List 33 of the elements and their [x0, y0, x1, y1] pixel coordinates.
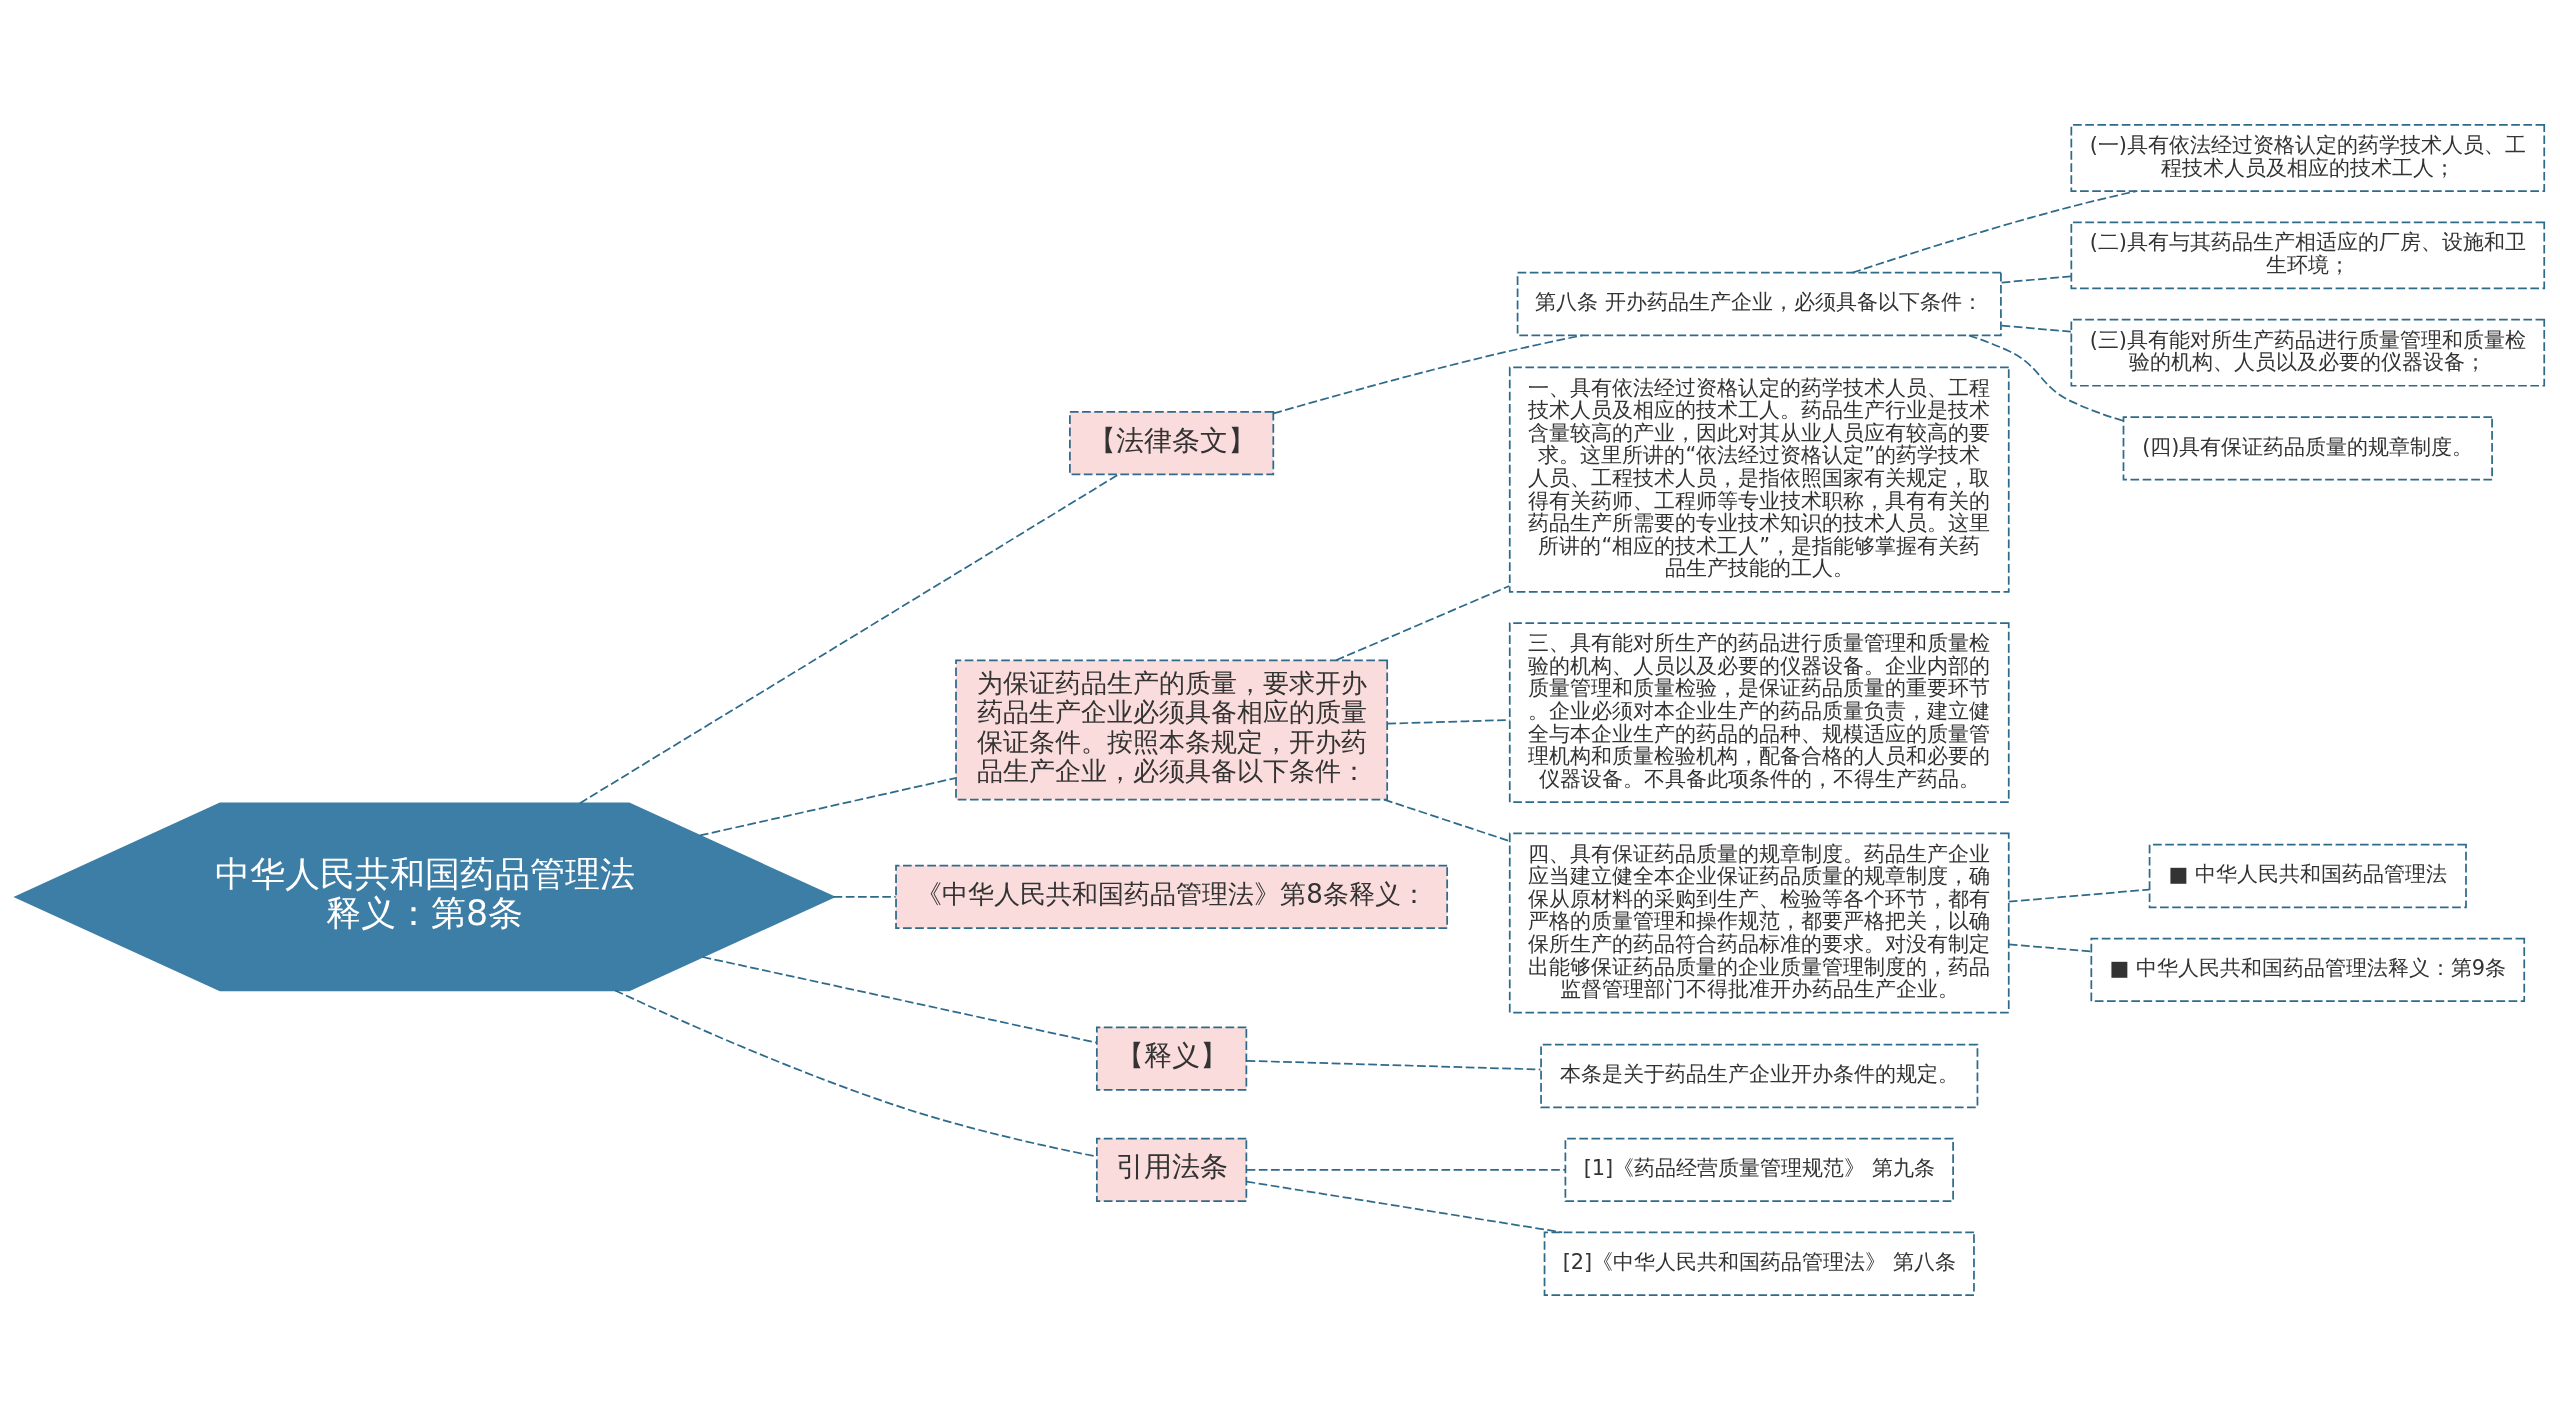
connector — [2000, 324, 2073, 333]
node-box: (四)具有保证药品质量的规章制度。 — [2122, 416, 2493, 481]
node-box: 三、具有能对所生产的药品进行质量管理和质量检验的机构、人员以及必要的仪器设备。企业内部的质量管理和质量检验，是保证药品质量的重要环节。企业必须对本企业生产的药品质量负责，建立健全与本企业生产的药品的品种、规模适应的质量管理机构和质量检验机构，配备合格的人员和必要的仪器设备。不具备此项条件的，不得生产药品。 — [1508, 622, 2010, 803]
node-box: (二)具有与其药品生产相适应的厂房、设施和卫生环境； — [2070, 221, 2546, 290]
connector — [699, 777, 957, 837]
node-box: 一、具有依法经过资格认定的药学技术人员、工程技术人员及相应的技术工人。药品生产行业是技术含量较高的产业，因此对其从业人员应有较高的要求。这里所讲的“依法经过资格认定”的药学技术人员、工程技术人员，是指依照国家有关规定，取得有关药师、工程师等专业技术职称，具有有关的药品生产所需要的专业技术知识的技术人员。这里所讲的“相应的技术工人”，是指能够掌握有关药品生产技能的工人。 — [1508, 366, 2010, 593]
connector — [2000, 275, 2073, 284]
node-box: ■ 中华人民共和国药品管理法 — [2148, 843, 2467, 909]
connector — [1245, 1180, 1564, 1234]
connector — [579, 474, 1119, 805]
node-box: 为保证药品生产的质量，要求开办药品生产企业必须具备相应的质量保证条件。按照本条规定，开办药品生产企业，必须具备以下条件： — [955, 659, 1389, 801]
connector — [701, 956, 1098, 1044]
node-box: 引用法条 — [1095, 1137, 1248, 1203]
node-box: 四、具有保证药品质量的规章制度。药品生产企业应当建立健全本企业保证药品质量的规章制度，确保从原材料的采购到生产、检验等各个环节，都有严格的质量管理和操作规范，都要严格把关，以确保所生产的药品符合药品标准的要求。对没有制定出能够保证药品质量的企业质量管理制度的，药品监督管理部门不得批准开办药品生产企业。 — [1508, 832, 2010, 1014]
connector — [2007, 943, 2092, 953]
node-box: 第八条 开办药品生产企业，必须具备以下条件： — [1516, 271, 2002, 337]
connector — [1245, 1169, 1567, 1171]
connector — [1386, 719, 1511, 725]
node-box: ■ 中华人民共和国药品管理法释义：第9条 — [2090, 937, 2526, 1003]
node-box: 本条是关于药品生产企业开办条件的规定。 — [1540, 1043, 1979, 1109]
connector — [1245, 1059, 1542, 1071]
node-box: 【法律条文】 — [1069, 410, 1275, 476]
node-box: (一)具有依法经过资格认定的药学技术人员、工程技术人员及相应的技术工人； — [2070, 124, 2546, 192]
node-box: [2]《中华人民共和国药品管理法》 第八条 — [1543, 1231, 1975, 1296]
connector — [832, 896, 897, 898]
node-box: (三)具有能对所生产药品进行质量管理和质量检验的机构、人员以及必要的仪器设备； — [2070, 318, 2546, 387]
connector — [1335, 585, 1511, 662]
connector — [1968, 334, 2125, 422]
connector — [1383, 798, 1511, 842]
connector — [2007, 888, 2151, 903]
node-box: 《中华人民共和国药品管理法》第8条释义： — [895, 864, 1449, 930]
node-box: 【释义】 — [1095, 1026, 1248, 1091]
node-box: [1]《药品经营质量管理规范》 第九条 — [1564, 1137, 1954, 1203]
